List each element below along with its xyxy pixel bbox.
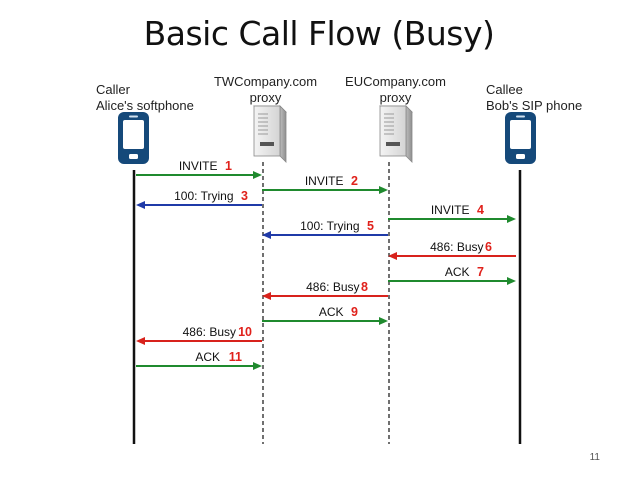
phone-icon bbox=[118, 112, 149, 164]
message-label: INVITE bbox=[179, 159, 218, 173]
participant-label-caller: Caller Alice's softphone bbox=[96, 82, 194, 114]
message-label: ACK bbox=[445, 265, 470, 279]
participant-role: proxy bbox=[379, 90, 412, 105]
message-5: 5 100: Trying bbox=[262, 219, 388, 239]
arrowhead bbox=[507, 277, 516, 285]
server-icon bbox=[379, 105, 413, 163]
message-number: 9 bbox=[351, 305, 358, 319]
arrowhead bbox=[253, 171, 262, 179]
participant-domain: EUCompany.com bbox=[345, 74, 446, 89]
message-label: INVITE bbox=[305, 174, 344, 188]
server-icon bbox=[253, 105, 287, 163]
message-label: 100: Trying bbox=[174, 189, 233, 203]
arrowhead bbox=[379, 186, 388, 194]
message-label: 100: Trying bbox=[300, 219, 359, 233]
arrowhead bbox=[379, 317, 388, 325]
message-label: ACK bbox=[319, 305, 344, 319]
slide-title: Basic Call Flow (Busy) bbox=[143, 14, 495, 53]
message-3: 3 100: Trying bbox=[136, 189, 262, 209]
phone-icon bbox=[505, 112, 536, 164]
participant-label-tw: TWCompany.com proxy bbox=[208, 74, 323, 106]
message-number: 8 bbox=[361, 280, 368, 294]
participant-device: Bob's SIP phone bbox=[486, 98, 583, 113]
arrowhead bbox=[507, 215, 516, 223]
message-2: 2 INVITE bbox=[262, 174, 388, 194]
message-label: 486: Busy bbox=[430, 240, 483, 254]
arrowhead bbox=[136, 337, 145, 345]
arrowhead bbox=[253, 362, 262, 370]
message-label: INVITE bbox=[431, 203, 470, 217]
arrowhead bbox=[136, 201, 145, 209]
message-number: 1 bbox=[225, 159, 232, 173]
message-number: 2 bbox=[351, 174, 358, 188]
message-number: 3 bbox=[241, 189, 248, 203]
page-number: 11 bbox=[589, 452, 600, 463]
message-number: 11 bbox=[229, 350, 242, 364]
participant-label-callee: Callee Bob's SIP phone bbox=[486, 82, 582, 114]
message-number: 4 bbox=[477, 203, 484, 217]
participant-domain: TWCompany.com bbox=[213, 74, 318, 89]
message-label: ACK bbox=[195, 350, 220, 364]
participant-role: Caller bbox=[96, 82, 130, 97]
arrowhead bbox=[262, 292, 271, 300]
message-number: 7 bbox=[477, 265, 484, 279]
message-7: 7 ACK bbox=[388, 265, 516, 285]
participant-label-eu: EUCompany.com proxy bbox=[338, 74, 453, 106]
message-number: 5 bbox=[367, 219, 374, 233]
participant-role: proxy bbox=[249, 90, 282, 105]
message-1: 1 INVITE bbox=[136, 159, 262, 179]
message-11: 11 ACK bbox=[136, 350, 262, 370]
message-number: 10 bbox=[238, 325, 252, 339]
message-number: 6 bbox=[485, 240, 492, 254]
message-label: 486: Busy bbox=[306, 280, 359, 294]
arrowhead bbox=[388, 252, 397, 260]
arrowhead bbox=[262, 231, 271, 239]
message-4: 4 INVITE bbox=[388, 203, 516, 223]
message-9: 9 ACK bbox=[262, 305, 388, 325]
participant-role: Callee bbox=[486, 82, 523, 97]
participant-device: Alice's softphone bbox=[96, 98, 194, 113]
message-label: 486: Busy bbox=[183, 325, 236, 339]
